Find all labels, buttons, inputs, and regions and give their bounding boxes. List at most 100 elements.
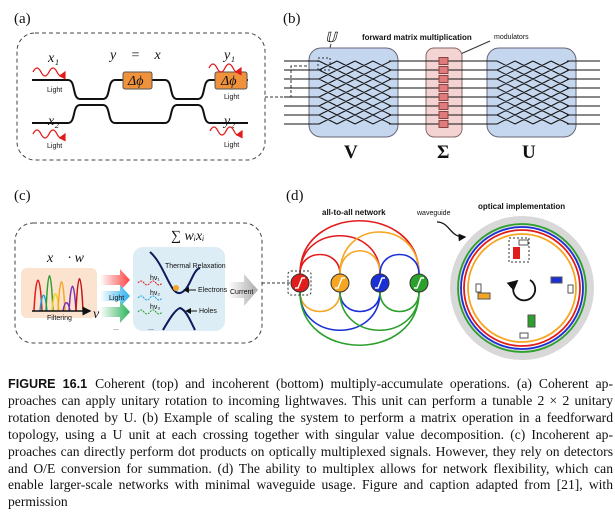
thermal-relaxation-label: Thermal Relaxation xyxy=(165,263,226,270)
caption-text: enable larger-scale networks with minima… xyxy=(8,477,613,493)
connection-arc xyxy=(299,220,420,275)
panel-b-label: (b) xyxy=(283,11,301,27)
detector-box xyxy=(133,247,225,331)
connection-arc xyxy=(339,231,420,275)
ring-resonator-network xyxy=(450,216,594,360)
modulator xyxy=(438,102,449,110)
v-label: V xyxy=(344,142,358,163)
panel-c-label: (c) xyxy=(14,188,31,204)
modulator xyxy=(438,120,449,128)
light-label: Light xyxy=(109,295,124,302)
caption-line: proaches can apply unitary rotation to i… xyxy=(8,393,613,410)
panel-a: (a) y⃗ = 𝕌x⃗ x₁ x₂ y₁ y₂ Δϕ Δϕ Light Lig… xyxy=(14,11,322,161)
unit-u-label: 𝕌 xyxy=(325,31,338,46)
caption-text: Coherent (top) and incoherent (bottom) m… xyxy=(95,376,613,391)
modulator xyxy=(438,93,449,101)
caption-text: rotation denoted by U. (b) Example of sc… xyxy=(8,409,613,425)
panel-b: (b) 𝕌 forward matrix multiplication modu… xyxy=(283,11,600,163)
waveguide-mesh xyxy=(284,60,600,125)
modulators-label: modulators xyxy=(494,34,529,41)
caption-text: proaches can directly perform dot produc… xyxy=(8,443,613,459)
connection-arc xyxy=(299,291,341,313)
y2-label: y₂ xyxy=(222,114,235,129)
sigma-label: Σ xyxy=(437,142,449,163)
rotation-arrow-icon xyxy=(506,279,537,302)
sigmoid-icon xyxy=(335,277,345,289)
light-label: Light xyxy=(47,143,62,150)
light-label: Light xyxy=(224,142,239,149)
figure-number: FIGURE 16.1 xyxy=(8,377,88,391)
conduction-band xyxy=(149,251,201,294)
connection-arc xyxy=(299,253,341,275)
sigmoid-icon xyxy=(414,277,424,289)
panel-a-label: (a) xyxy=(14,11,31,27)
caption-line: and O/E conversion for summation. (d) Th… xyxy=(8,461,613,478)
caption-line: rotation denoted by U. (b) Example of sc… xyxy=(8,410,613,427)
figure-graphic: (a) y⃗ = 𝕌x⃗ x₁ x₂ y₁ y₂ Δϕ Δϕ Light Lig… xyxy=(14,11,600,360)
u-label: U xyxy=(522,142,536,163)
dot-product-label: x⃗ · w⃗ xyxy=(46,251,95,266)
phase-shifter-1 xyxy=(122,71,153,90)
modulator xyxy=(438,75,449,83)
caption-line: proaches can directly perform dot produc… xyxy=(8,444,613,461)
forward-matrix-title: forward matrix multiplication xyxy=(362,33,472,42)
modulator xyxy=(438,84,449,92)
holes-label: Holes xyxy=(199,308,217,315)
connection-arc xyxy=(339,291,381,313)
filtering-label: Filtering xyxy=(47,315,72,322)
optical-implementation-title: optical implementation xyxy=(478,202,565,211)
x1-label: x₁ xyxy=(47,51,59,66)
ellipsis: ... xyxy=(113,325,119,332)
light-label: Light xyxy=(224,94,239,101)
nu-label: ν xyxy=(93,307,100,322)
phase-shifter-label: Δϕ xyxy=(127,74,143,89)
ellipsis: ... xyxy=(148,325,154,332)
connector-a-b xyxy=(265,65,322,98)
modulator xyxy=(438,66,449,74)
electrons-label: Electrons xyxy=(198,287,228,294)
connection-arc xyxy=(379,291,420,313)
caption-line: topology, using a U unit at each crossin… xyxy=(8,427,613,444)
caption-text: proaches can apply unitary rotation to i… xyxy=(8,392,613,408)
connection-arc xyxy=(299,291,381,332)
sigmoid-icon xyxy=(375,277,385,289)
phase-shifter-label: Δϕ xyxy=(220,74,236,89)
waveguide-label: waveguide xyxy=(416,210,451,217)
photon-label: hν₁ xyxy=(150,275,160,282)
caption-line: permission xyxy=(8,494,613,511)
caption-line: enable larger-scale networks with minima… xyxy=(8,477,613,494)
connection-arc xyxy=(339,291,420,332)
mesh-v xyxy=(308,47,399,138)
caption-text: and O/E conversion for summation. (d) Th… xyxy=(8,460,613,476)
light-wave-icons xyxy=(32,63,243,142)
phase-shifter-2 xyxy=(214,71,248,90)
light-label: Light xyxy=(47,87,62,94)
current-label: Current xyxy=(230,289,253,296)
caption-text: topology, using a U unit at each crossin… xyxy=(8,426,613,442)
network-title: all-to-all network xyxy=(322,208,386,217)
connection-arc xyxy=(299,234,381,275)
modulator xyxy=(438,111,449,119)
current-arrow xyxy=(228,274,258,306)
modulator xyxy=(438,57,449,65)
sum-label: ∑ wᵢxᵢ xyxy=(171,229,204,244)
connection-arc xyxy=(299,291,420,346)
x2-label: x₂ xyxy=(47,114,59,129)
photon-label: hν₂ xyxy=(150,290,160,297)
dashed-box xyxy=(16,32,266,161)
caption-line: FIGURE 16.1 Coherent (top) and incoherent… xyxy=(8,376,613,393)
valence-band xyxy=(162,306,196,331)
spectrum-peaks xyxy=(33,275,84,312)
panel-d: (d) all-to-all network waveguide optical… xyxy=(286,188,594,360)
y1-label: y₁ xyxy=(222,48,235,63)
panel-c: (c) x⃗ · w⃗ Filtering ν Light ... ∑ wᵢxᵢ xyxy=(14,188,290,344)
figure-caption: FIGURE 16.1 Coherent (top) and incoherent… xyxy=(8,376,613,511)
mesh-u xyxy=(486,47,577,138)
connection-arc xyxy=(339,250,381,275)
waveguide-bottom xyxy=(32,104,248,124)
equation: y⃗ = 𝕌x⃗ xyxy=(108,48,172,63)
photon-label: hν₃ xyxy=(150,304,160,311)
caption-text: permission xyxy=(8,494,68,510)
connection-arc xyxy=(379,253,420,275)
panel-d-label: (d) xyxy=(286,188,304,204)
